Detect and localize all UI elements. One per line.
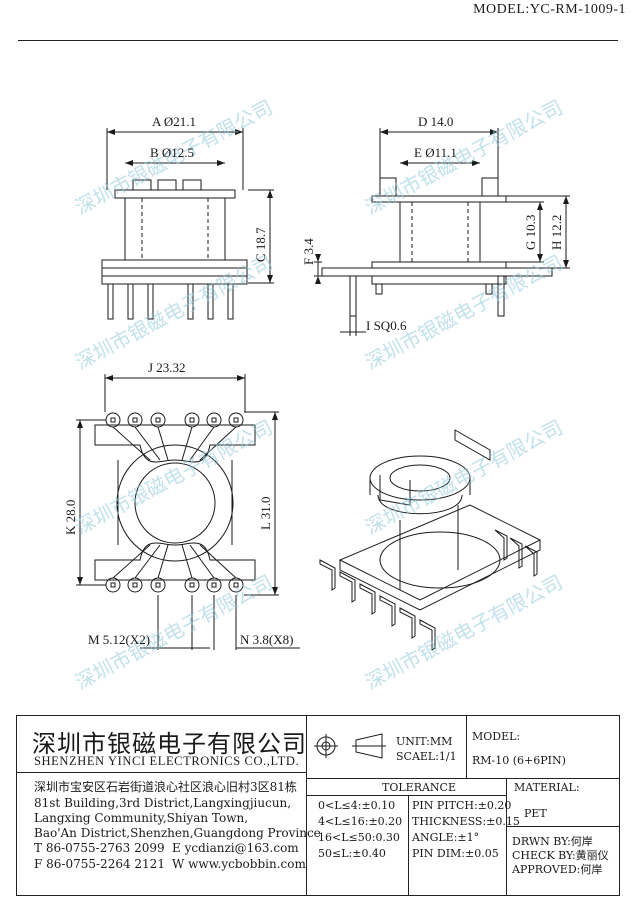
dim-c-label: C 18.7 [253,227,268,262]
phone: T 86-0755-2763 2099 [34,841,165,855]
watermark-2: 深圳市银磁电子有限公司 [361,95,567,219]
dim-a-label: A Ø21.1 [152,114,196,129]
drawn-by: DRWN BY:何岸 [512,835,593,848]
material-value: PET [524,807,547,820]
unit-label: UNIT:MM [396,735,453,748]
spec-angle: ANGLE:±1° [412,831,480,844]
website: W www.ycbobbin.com [172,857,306,871]
watermark-6: 深圳市银磁电子有限公司 [361,415,567,539]
spec-pin-dim: PIN DIM:±0.05 [412,847,499,860]
spec-thickness: THICKNESS:±0.15 [412,815,520,828]
company-name-cn: 深圳市银磁电子有限公司 [32,730,307,758]
tolerance-4: 50≤L:±0.40 [318,847,386,860]
address-line-3: Langxing Community,Shiyan Town, [34,811,249,825]
material-label: MATERIAL: [514,781,580,794]
dim-g-label: G 10.3 [523,215,538,250]
model-value: RM-10 (6+6PIN) [472,754,566,767]
header-rule [18,40,618,41]
tolerance-3: 16<L≤50:0.30 [318,831,400,844]
material-divider [506,778,507,896]
dim-h-label: H 12.2 [549,215,564,250]
scale-label: SCAEL:1/1 [396,750,457,763]
title-block-divider [306,715,307,896]
model-divider [466,715,467,778]
technical-drawing: 深圳市银磁电子有限公司 深圳市银磁电子有限公司 深圳市银磁电子有限公司 深圳市银… [63,95,570,694]
spec-pin-pitch: PIN PITCH:±0.20 [412,799,512,812]
email: E ycdianzi@163.com [172,841,299,855]
side-view [314,128,570,336]
fax: F 86-0755-2264 2121 [34,857,165,871]
watermark-5: 深圳市银磁电子有限公司 [71,415,277,539]
watermark-4: 深圳市银磁电子有限公司 [361,250,567,374]
sign-off-rule [506,826,620,827]
bottom-view [76,374,300,650]
tolerance-column-divider [408,795,409,896]
watermarks: 深圳市银磁电子有限公司 深圳市银磁电子有限公司 深圳市银磁电子有限公司 深圳市银… [71,95,567,694]
tolerance-title: TOLERANCE [382,781,456,794]
checked-by: CHECK BY:黄丽仪 [512,849,609,862]
dim-j-label: J 23.32 [148,360,186,375]
tolerance-header-rule [306,795,506,796]
dim-k-label: K 28.0 [63,500,78,535]
dim-b-label: B Ø12.5 [150,145,194,160]
approved-by: APPROVED:何岸 [512,863,603,876]
front-pins [107,283,234,320]
top-pin-row [105,412,244,461]
projection-symbol-icon [314,733,386,759]
model-label: MODEL: [472,730,521,743]
address-line-4: Bao'An District,Shenzhen,Guangdong Provi… [34,826,321,840]
dim-d-label: D 14.0 [418,114,453,129]
title-block [16,715,620,896]
model-header: MODEL:YC-RM-1009-1 [473,2,626,17]
dim-m-label: M 5.12(X2) [88,632,150,647]
dim-n-label: N 3.8(X8) [240,632,293,647]
tolerance-2: 4<L≤16:±0.20 [318,815,403,828]
tolerance-1: 0<L≤4:±0.10 [318,799,396,812]
bottom-pin-row [105,544,244,593]
tolerance-top-rule [306,778,620,779]
company-divider [16,772,306,773]
dim-f-label: F 3.4 [301,238,316,265]
isometric-view [319,429,542,651]
company-name-en: SHENZHEN YINCI ELECTRONICS CO.,LTD. [34,754,300,768]
address-line-1: 深圳市宝安区石岩街道浪心社区浪心旧村3区81栋 [34,780,297,794]
address-line-2: 81st Building,3rd District,Langxingjiucu… [34,796,292,810]
dimension-labels: A Ø21.1 B Ø12.5 C 18.7 D 14.0 E Ø11.1 F … [63,114,564,647]
front-view [101,128,274,320]
dim-e-label: E Ø11.1 [414,145,457,160]
dim-l-label: L 31.0 [258,497,273,530]
dim-i-label: I SQ0.6 [366,318,407,333]
